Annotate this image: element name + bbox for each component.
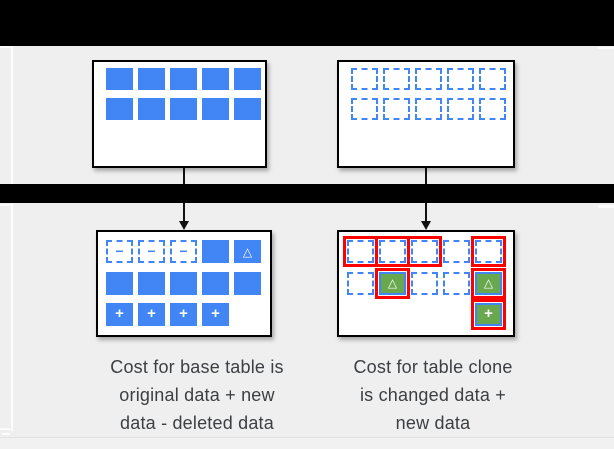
data-block-dashed <box>479 98 506 120</box>
minus-icon: − <box>179 242 188 259</box>
triangle-icon: △ <box>387 276 398 290</box>
data-block-solid <box>202 271 229 295</box>
data-block-dashed-minus: − <box>170 240 197 263</box>
plus-icon: + <box>484 305 493 322</box>
plus-icon: + <box>179 305 188 322</box>
minus-icon: − <box>147 242 156 259</box>
data-block-solid <box>106 98 133 120</box>
data-block-dashed-red <box>343 236 378 267</box>
caption-line: original data + new <box>119 385 275 405</box>
data-block-dashed <box>347 271 374 295</box>
triangle-icon: △ <box>242 244 253 259</box>
plus-icon: + <box>147 305 156 322</box>
caption-line: new data <box>395 413 471 433</box>
data-block-dashed <box>447 68 474 90</box>
data-block-green-triangle-red: △ <box>375 267 410 299</box>
redaction-bar-middle <box>0 184 614 203</box>
data-block-solid <box>234 271 261 295</box>
caption-table-clone: Cost for table clone is changed data + n… <box>321 353 545 437</box>
data-block-dashed-minus: − <box>106 240 133 263</box>
flow-arrowhead-right <box>421 221 431 230</box>
data-block-dashed <box>383 98 410 120</box>
data-block-dashed <box>351 68 378 90</box>
data-block-dashed-red <box>407 236 442 267</box>
table-clone-after-box: △ △ + <box>337 230 515 337</box>
data-block-green-triangle-red: △ <box>471 267 506 299</box>
edge-highlight <box>598 205 614 208</box>
minus-icon: − <box>115 242 124 259</box>
data-block-solid-plus: + <box>106 303 133 326</box>
data-block-dashed-minus: − <box>138 240 165 263</box>
data-block-solid <box>170 98 197 120</box>
data-block-solid-triangle: △ <box>234 240 261 263</box>
data-block-solid <box>106 68 133 90</box>
panel-edge-line <box>11 46 13 431</box>
edge-highlight <box>0 204 11 206</box>
data-block-dashed <box>415 98 442 120</box>
data-block-dashed <box>411 271 438 295</box>
bottom-strip <box>0 438 614 449</box>
data-block-dashed <box>415 68 442 90</box>
data-block-solid <box>202 98 229 120</box>
plus-icon: + <box>211 305 220 322</box>
data-block-dashed <box>443 271 470 295</box>
data-block-solid <box>170 68 197 90</box>
data-block-solid <box>138 68 165 90</box>
data-block-dashed <box>479 68 506 90</box>
caption-line: Cost for base table is <box>110 357 284 377</box>
table-clone-original-box <box>337 60 515 168</box>
triangle-icon: △ <box>483 276 494 290</box>
data-block-solid <box>170 271 197 295</box>
data-block-solid <box>202 68 229 90</box>
data-block-dashed-red <box>471 236 506 267</box>
data-block-solid <box>202 240 229 263</box>
data-block-solid <box>106 271 133 295</box>
data-block-solid-plus: + <box>138 303 165 326</box>
base-table-original-box <box>92 60 267 168</box>
data-block-dashed <box>447 98 474 120</box>
caption-line: is changed data + <box>359 385 506 405</box>
bottom-divider-line <box>0 437 614 438</box>
data-block-solid-plus: + <box>202 303 229 326</box>
data-block-dashed <box>351 98 378 120</box>
data-block-solid <box>234 68 261 90</box>
redaction-bar-top <box>0 0 614 46</box>
data-block-solid <box>138 98 165 120</box>
data-block-solid-plus: + <box>170 303 197 326</box>
data-block-dashed-red <box>375 236 410 267</box>
edge-highlight <box>0 46 11 48</box>
plus-icon: + <box>115 305 124 322</box>
edge-highlight <box>2 433 10 435</box>
data-block-green-plus-red: + <box>471 299 506 330</box>
data-block-dashed <box>443 240 470 263</box>
edge-highlight <box>598 47 614 49</box>
data-block-solid <box>138 271 165 295</box>
caption-line: Cost for table clone <box>353 357 513 377</box>
edge-highlight <box>0 428 10 430</box>
base-table-after-box: − − − △ + + + + <box>96 230 272 337</box>
flow-arrowhead-left <box>179 221 189 230</box>
caption-base-table: Cost for base table is original data + n… <box>85 353 309 437</box>
caption-line: data - deleted data <box>120 413 274 433</box>
data-block-dashed <box>383 68 410 90</box>
data-block-solid <box>234 98 261 120</box>
